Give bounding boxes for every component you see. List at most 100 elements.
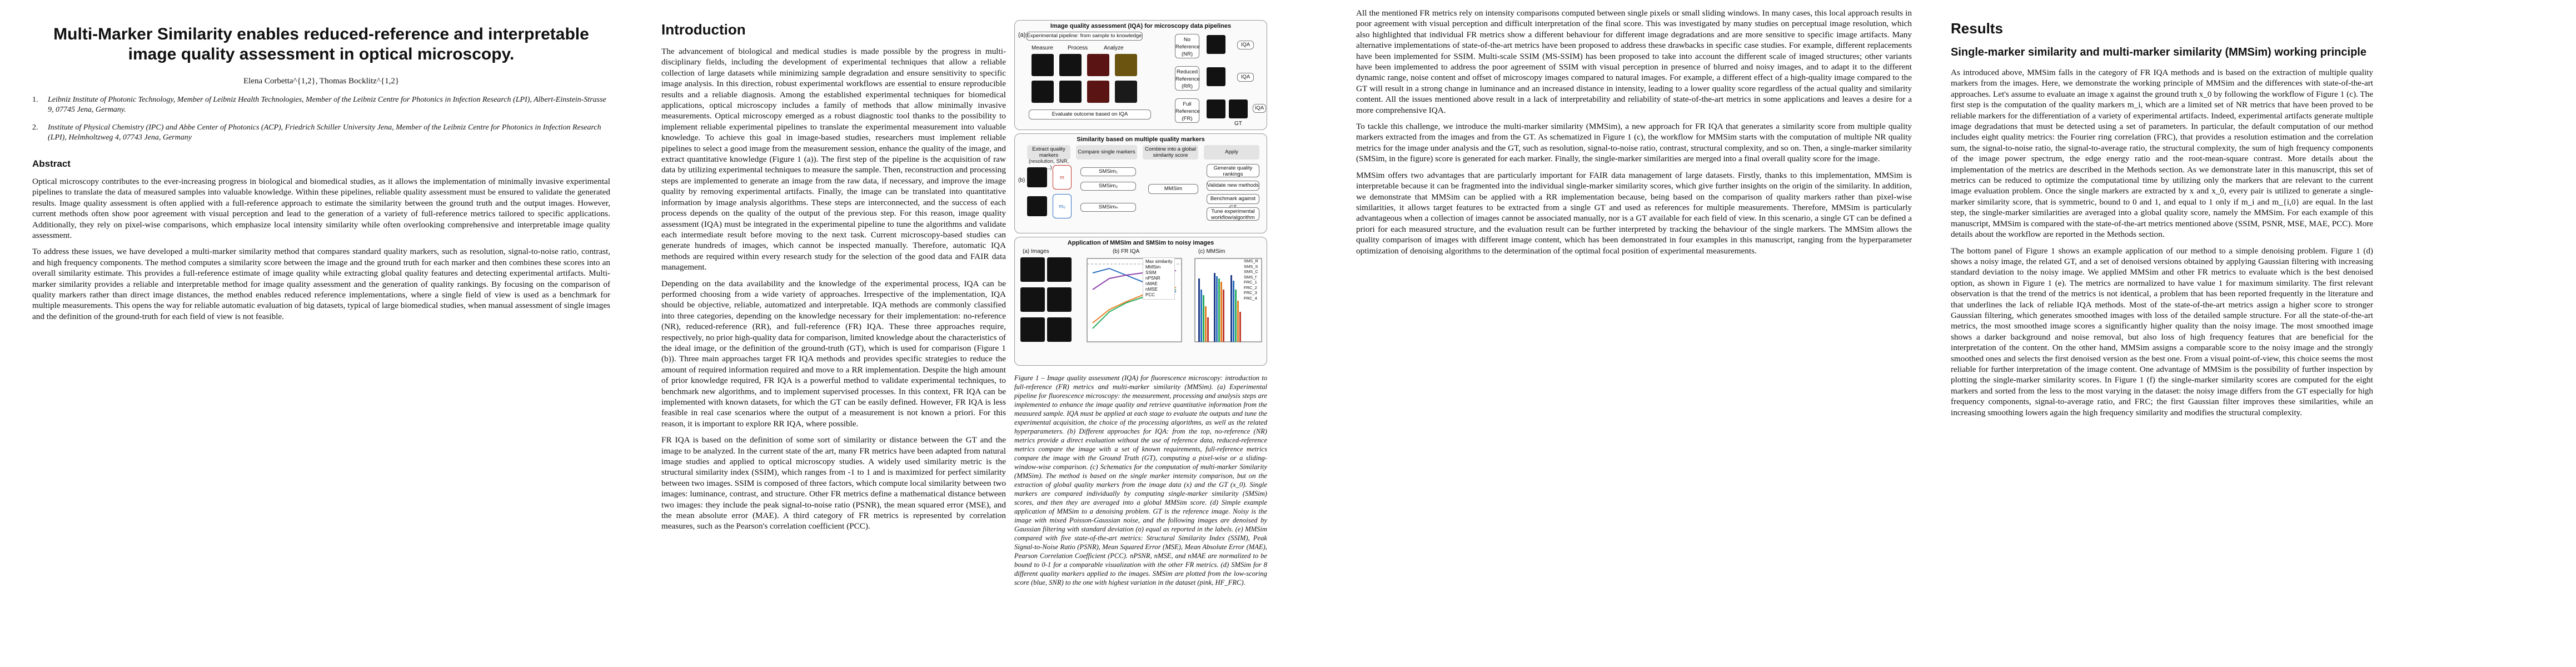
panel-b-title: Similarity based on multiple quality mar… [1077, 136, 1205, 143]
iqa-output-label: IQA [1240, 42, 1250, 48]
apply-item: Tune experimental workflow/algorithm [1207, 207, 1259, 221]
microscopy-image [1032, 81, 1054, 103]
legend-entry: FRC_4 [1244, 295, 1257, 301]
pipeline-stage: Combine into a global similarity score [1143, 145, 1198, 160]
results-column: Results Single-marker similarity and mul… [1951, 20, 2373, 424]
body-paragraph: FR IQA is based on the definition of som… [661, 435, 1006, 531]
page-1-column: Multi-Marker Similarity enables reduced-… [32, 24, 610, 327]
bar-group-noisy [1198, 278, 1209, 342]
microscopy-image [1020, 257, 1045, 282]
pipeline-subtitle-text: Experimental pipeline: from sample to kn… [1027, 33, 1142, 39]
panel-c-title: Application of MMSIm and SMSim to noisy … [1067, 240, 1214, 246]
introduction-column: Introduction The advancement of biologic… [661, 21, 1006, 537]
microscopy-image [1115, 54, 1137, 76]
microscopy-image [1047, 287, 1072, 312]
legend-entry: PCC [1145, 292, 1155, 297]
iqa-type-nr: No Reference (NR) [1175, 34, 1200, 58]
page-1: Multi-Marker Similarity enables reduced-… [0, 0, 645, 667]
panel-label-a: (a) [1018, 32, 1026, 38]
body-paragraph: As introduced above, MMSim falls in the … [1951, 68, 2373, 240]
legend-entry: FRC_2 [1244, 285, 1257, 290]
iqa-type-label: Reduced Reference (RR) [1175, 69, 1200, 89]
legend-entry: nMAE [1145, 281, 1158, 286]
abstract-paragraph: To address these issues, we have develop… [32, 247, 610, 321]
panel-c-sub: (a) Images [1023, 248, 1049, 255]
pipeline-step-process: Process [1068, 45, 1088, 51]
iqa-output-label: IQA [1240, 74, 1250, 80]
body-paragraph: The bottom panel of Figure 1 shows an ex… [1951, 246, 2373, 417]
microscopy-image [1207, 35, 1225, 54]
microscopy-image [1087, 54, 1109, 76]
legend-entry: SMS_S [1244, 263, 1258, 269]
pipeline-step-analyze: Analyze [1104, 45, 1124, 51]
panel-a-title: Image quality assessment (IQA) for micro… [1050, 23, 1232, 29]
legend-c: Max similarity MMSim SSIM nPSNR nMAE nMS… [1143, 257, 1175, 300]
legend-entry: nMSE [1145, 287, 1158, 292]
figure-1-caption: Figure 1 – Image quality assessment (IQA… [1014, 374, 1267, 586]
apply-item: Generate quality rankings [1207, 164, 1259, 177]
microscopy-image [1115, 81, 1137, 103]
smsim-box: SMSim₁ [1080, 167, 1136, 176]
abstract-paragraph: Optical microscopy contributes to the ev… [32, 177, 610, 241]
microscopy-image [1207, 67, 1225, 86]
results-heading: Results [1951, 20, 2003, 37]
iqa-type-fr: Full Reference (FR) [1175, 98, 1200, 123]
microscopy-image [1047, 317, 1072, 342]
microscopy-image [1059, 54, 1082, 76]
pipeline-subtitle: Experimental pipeline: from sample to kn… [1026, 32, 1143, 41]
marker-box: m₀ [1053, 194, 1072, 218]
microscopy-image [1027, 167, 1047, 187]
affiliation-2: 2. Institute of Physical Chemistry (IPC)… [32, 123, 610, 143]
legend-entry: SMS_f [1244, 274, 1257, 280]
legend-entry: SMS_C [1244, 269, 1258, 274]
figure-1: Image quality assessment (IQA) for micro… [1014, 20, 1267, 659]
microscopy-image [1032, 54, 1054, 76]
microscopy-image [1207, 99, 1225, 118]
affiliation-text: Leibniz Institute of Photonic Technology… [48, 96, 606, 114]
microscopy-image [1020, 287, 1045, 312]
legend-entry: FRC_1 [1244, 280, 1257, 285]
legend-entry: MMSim [1145, 265, 1161, 270]
page-2: Introduction The advancement of biologic… [645, 0, 1289, 667]
iqa-output: IQA [1253, 104, 1266, 113]
evaluate-outcome-label: Evaluate outcome based on IQA [1052, 111, 1128, 117]
figure-panel-b: Similarity based on multiple quality mar… [1014, 133, 1267, 233]
affiliation-number: 2. [32, 123, 38, 132]
affiliation-number: 1. [32, 96, 38, 104]
mmsim-box: MMSim [1148, 184, 1198, 194]
microscopy-image [1087, 81, 1109, 103]
legend-entry: SSIM [1145, 270, 1157, 275]
page-4: Results Single-marker similarity and mul… [1934, 0, 2576, 667]
figure-panel-a: Image quality assessment (IQA) for micro… [1014, 20, 1267, 130]
marker-box: m [1053, 165, 1072, 190]
panel-label-b: (b) [1018, 177, 1025, 183]
results-subheading: Single-marker similarity and multi-marke… [1951, 46, 2366, 58]
bar-group-smoothed [1230, 275, 1241, 342]
legend-entry: nPSNR [1145, 276, 1160, 281]
page-3: All the mentioned FR metrics rely on int… [1289, 0, 1934, 667]
iqa-type-rr: Reduced Reference (RR) [1175, 66, 1200, 91]
body-paragraph: All the mentioned FR metrics rely on int… [1356, 8, 1912, 115]
iqa-type-label: Full Reference (FR) [1175, 101, 1200, 122]
legend-entry: Max similarity [1145, 259, 1173, 264]
apply-item: Validate new methods [1207, 181, 1259, 191]
affiliation-1: 1. Leibniz Institute of Photonic Technol… [32, 95, 610, 115]
iqa-output-label: IQA [1254, 105, 1264, 111]
affiliation-text: Institute of Physical Chemistry (IPC) an… [48, 123, 601, 142]
panel-c-sub: (b) FR IQA [1113, 248, 1140, 255]
pipeline-stage: Extract quality markers (resolution, SNR… [1027, 145, 1070, 171]
panel-c-sub: (c) MMSim [1198, 248, 1225, 255]
body-paragraph: Depending on the data availability and t… [661, 278, 1006, 429]
microscopy-image [1229, 99, 1248, 118]
microscopy-image [1047, 257, 1072, 282]
legend-entry: SMS_R [1244, 258, 1258, 263]
paper-title: Multi-Marker Similarity enables reduced-… [53, 25, 589, 63]
smsim-box: SMSim₂ [1080, 182, 1136, 191]
iqa-type-label: No Reference (NR) [1175, 37, 1200, 57]
gt-label: GT [1234, 121, 1242, 127]
pipeline-stage: Compare single markers [1076, 145, 1137, 160]
pipeline-step-measure: Measure [1032, 45, 1053, 51]
iqa-output: IQA [1237, 73, 1254, 82]
smsim-bar-plot [1194, 258, 1262, 342]
smsim-box: SMSimₙ [1080, 203, 1136, 212]
